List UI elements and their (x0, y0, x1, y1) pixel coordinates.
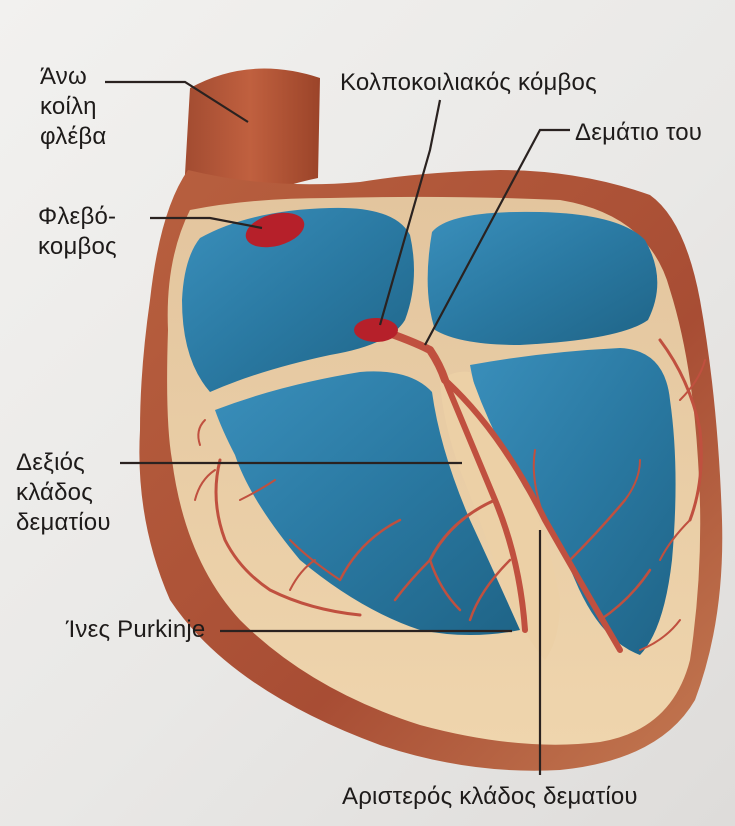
label-right-bundle-branch-line3: δεματίου (16, 508, 111, 538)
atrioventricular-node-shape (354, 318, 398, 342)
label-left-bundle-branch: Αριστερός κλάδος δεματίου (342, 782, 638, 812)
label-purkinje-fibers: Ίνες Purkinje (66, 615, 205, 645)
label-sinoatrial-node-line1: Φλεβό- (38, 202, 117, 232)
label-right-bundle-branch-line1: Δεξιός (16, 448, 111, 478)
left-atrium (428, 212, 658, 345)
label-superior-vena-cava-line1: Άνω (40, 62, 106, 92)
label-atrioventricular-node: Κολποκοιλιακός κόμβος (340, 68, 597, 98)
label-superior-vena-cava-line2: κοίλη (40, 92, 106, 122)
label-superior-vena-cava-line3: φλέβα (40, 122, 106, 152)
label-right-bundle-branch: Δεξιός κλάδος δεματίου (16, 448, 111, 538)
label-sinoatrial-node-line2: κομβος (38, 232, 117, 262)
label-bundle-of-his: Δεμάτιο του (575, 118, 702, 148)
label-superior-vena-cava: Άνω κοίλη φλέβα (40, 62, 106, 152)
label-sinoatrial-node: Φλεβό- κομβος (38, 202, 117, 262)
label-right-bundle-branch-line2: κλάδος (16, 478, 111, 508)
